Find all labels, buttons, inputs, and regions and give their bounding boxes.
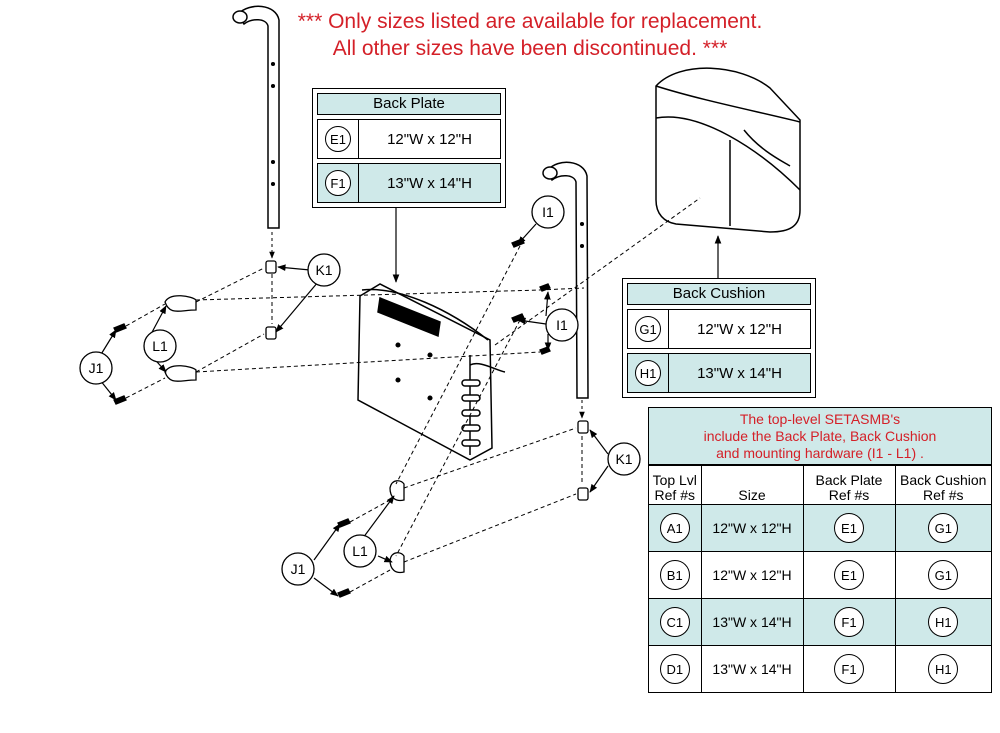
note-line-3: and mounting hardware (I1 - L1) . xyxy=(716,445,924,461)
back-cushion-table: Back Cushion G1 12"W x 12"H H1 13"W x 14… xyxy=(622,278,816,398)
setasmb-table: The top-level SETASMB's include the Back… xyxy=(648,407,992,693)
replacement-notice: *** Only sizes listed are available for … xyxy=(240,8,820,62)
back-plate-table: Back Plate E1 12"W x 12"H F1 13"W x 14"H xyxy=(312,88,506,208)
callout-l1-left-text: L1 xyxy=(152,338,168,354)
back-cushion-row: H1 13"W x 14"H xyxy=(627,353,811,393)
size-value: 13"W x 14"H xyxy=(697,364,782,382)
ref-badge: G1 xyxy=(928,560,959,590)
ref-badge: F1 xyxy=(325,170,351,196)
table-row: D1 13"W x 14"H F1 H1 xyxy=(649,645,991,692)
callout-j1-bottom-text: J1 xyxy=(291,561,306,577)
header-size: Size xyxy=(700,465,804,505)
callout-j1-left-text: J1 xyxy=(89,360,104,376)
back-cushion-row: G1 12"W x 12"H xyxy=(627,309,811,349)
ref-badge: D1 xyxy=(659,654,690,684)
callout-j1-bottom xyxy=(281,552,315,586)
callout-l1-bottom-text: L1 xyxy=(352,543,368,559)
ref-badge: C1 xyxy=(659,607,690,637)
left-mounting-hardware xyxy=(113,260,277,405)
ref-badge: H1 xyxy=(928,607,959,637)
right-back-cane xyxy=(542,161,589,399)
setasmb-note: The top-level SETASMB's include the Back… xyxy=(649,408,991,465)
callout-i1-top-text: I1 xyxy=(542,204,554,220)
notice-line-2: All other sizes have been discontinued. … xyxy=(332,37,728,60)
callout-k1-right xyxy=(607,442,641,476)
size-cell: 12"W x 12"H xyxy=(700,504,804,552)
size-cell: 12"W x 12"H xyxy=(700,551,804,599)
ref-badge: H1 xyxy=(635,360,661,386)
ref-badge: E1 xyxy=(834,513,864,543)
table-row: B1 12"W x 12"H E1 G1 xyxy=(649,551,991,599)
note-line-1: The top-level SETASMB's xyxy=(739,411,901,427)
callout-k1-left xyxy=(307,253,341,287)
back-plate-row: F1 13"W x 14"H xyxy=(317,163,501,203)
back-plate-title: Back Plate xyxy=(317,93,501,115)
note-line-2: include the Back Plate, Back Cushion xyxy=(703,428,937,444)
callout-k1-right-text: K1 xyxy=(615,451,632,467)
callout-j1-left xyxy=(79,351,113,385)
left-back-cane xyxy=(232,5,280,229)
ref-badge: F1 xyxy=(834,654,864,684)
ref-badge: E1 xyxy=(834,560,864,590)
ref-badge: H1 xyxy=(928,654,959,684)
table-row: A1 12"W x 12"H E1 G1 xyxy=(649,504,991,552)
back-plate-drawing xyxy=(357,283,506,461)
size-value: 13"W x 14"H xyxy=(387,174,472,192)
ref-badge: A1 xyxy=(659,513,690,543)
size-value: 12"W x 12"H xyxy=(387,130,472,148)
callout-i1-top xyxy=(531,195,565,229)
size-value: 12"W x 12"H xyxy=(697,320,782,338)
ref-badge: F1 xyxy=(834,607,864,637)
callout-i1-right xyxy=(545,308,579,342)
back-cushion-drawing xyxy=(655,67,801,233)
notice-line-1: *** Only sizes listed are available for … xyxy=(297,10,763,33)
callout-k1-left-text: K1 xyxy=(315,262,332,278)
back-cushion-title: Back Cushion xyxy=(627,283,811,305)
callout-l1-left xyxy=(143,329,177,363)
callout-l1-bottom xyxy=(343,534,377,568)
ref-badge: E1 xyxy=(325,126,351,152)
ref-badge: G1 xyxy=(635,316,661,342)
ref-badge: G1 xyxy=(928,513,959,543)
size-cell: 13"W x 14"H xyxy=(700,645,804,692)
size-cell: 13"W x 14"H xyxy=(700,598,804,646)
ref-badge: B1 xyxy=(659,560,690,590)
callout-i1-right-text: I1 xyxy=(556,317,568,333)
table-row: C1 13"W x 14"H F1 H1 xyxy=(649,598,991,646)
back-plate-row: E1 12"W x 12"H xyxy=(317,119,501,159)
